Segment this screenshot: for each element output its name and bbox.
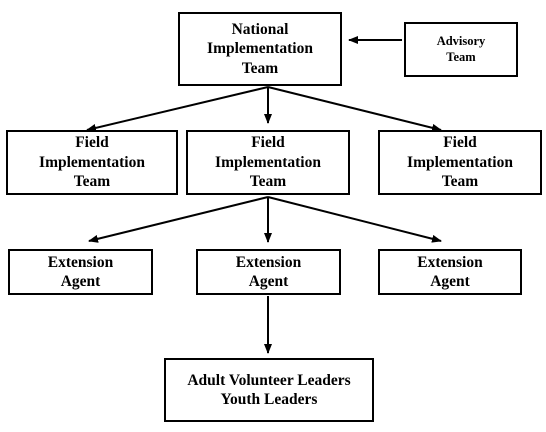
arrow-field-to-ext-1 (88, 196, 269, 243)
box-label-line: Field (75, 134, 109, 152)
advisory-team-box: Advisory Team (404, 22, 518, 77)
box-label-line: Implementation (39, 153, 145, 171)
box-label-line: Team (441, 173, 479, 191)
arrow-field-to-ext-3 (267, 196, 442, 243)
extension-agent-box-2: Extension Agent (196, 249, 341, 295)
box-label-line: Team (446, 49, 476, 64)
box-label-line: Adult Volunteer Leaders (187, 371, 351, 389)
national-implementation-team-box: National Implementation Team (178, 12, 342, 86)
box-label-line: Youth Leaders (220, 391, 318, 408)
box-label-line: Field (443, 134, 477, 152)
box-label-line: Extension (235, 253, 302, 271)
box-label-line: Implementation (407, 153, 513, 171)
field-implementation-team-box-2: Field Implementation Team (186, 130, 350, 195)
arrow-national-to-field-3 (267, 86, 442, 132)
box-label-line: Implementation (215, 153, 321, 171)
box-label-line: Team (73, 173, 111, 191)
field-implementation-team-box-3: Field Implementation Team (378, 130, 542, 195)
extension-agent-box-3: Extension Agent (378, 249, 522, 295)
box-label-line: Field (251, 134, 285, 152)
box-label-line: National (231, 20, 289, 38)
box-label-line: Team (249, 173, 287, 191)
box-label-line: Advisory (436, 33, 486, 48)
box-label-line: Team (241, 59, 279, 77)
extension-agent-box-1: Extension Agent (8, 249, 153, 295)
box-label-line: Agent (248, 273, 289, 290)
box-label-line: Agent (430, 273, 470, 290)
volunteer-and-youth-leaders-box: Adult Volunteer Leaders Youth Leaders (164, 358, 374, 422)
box-label-line: Agent (60, 273, 101, 290)
box-label-line: Extension (47, 253, 114, 271)
box-label-line: Implementation (207, 40, 313, 58)
box-label-line: Extension (417, 253, 483, 271)
field-implementation-team-box-1: Field Implementation Team (6, 130, 178, 195)
arrow-national-to-field-1 (86, 86, 269, 132)
